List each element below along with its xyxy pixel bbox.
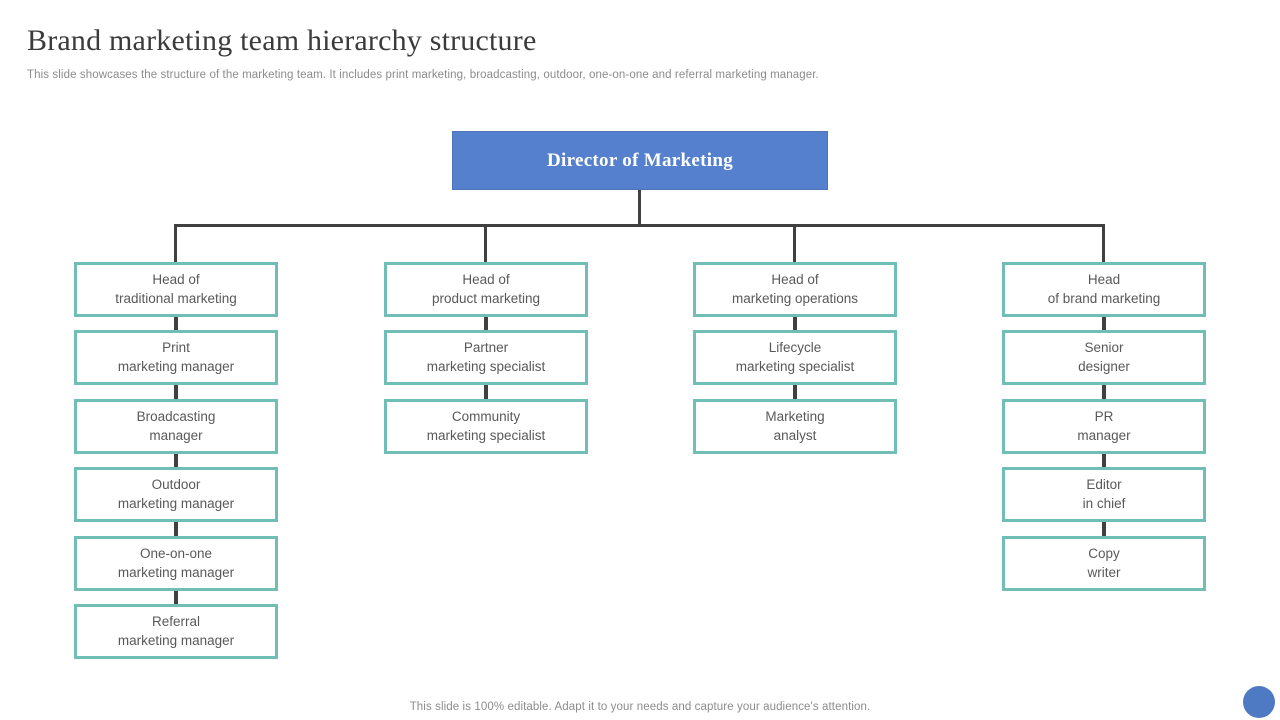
org-node-line1: PR [1094, 409, 1114, 424]
org-node-print-marketing-manager: Print marketing manager [74, 330, 278, 385]
org-node-copy-writer: Copy writer [1002, 536, 1206, 591]
org-node-line1: Editor [1086, 477, 1122, 492]
org-node-line1: Partner [463, 340, 509, 355]
org-node-lifecycle-marketing-specialist: Lifecycle marketing specialist [693, 330, 897, 385]
org-node-senior-designer: Senior designer [1002, 330, 1206, 385]
org-node-line2: marketing manager [117, 632, 235, 648]
connector-tick [1102, 454, 1106, 467]
org-node-line1: Copy [1088, 546, 1120, 561]
connector-tick [1102, 385, 1106, 399]
org-node-partner-marketing-specialist: Partner marketing specialist [384, 330, 588, 385]
connector-tick [1102, 317, 1106, 330]
connector-column1-drop [174, 224, 177, 262]
org-node-line2: marketing manager [117, 564, 235, 580]
org-node-one-on-one-marketing-manager: One-on-one marketing manager [74, 536, 278, 591]
org-node-line1: Lifecycle [768, 340, 822, 355]
connector-tick [484, 385, 488, 399]
org-node-head-of-product-marketing: Head of product marketing [384, 262, 588, 317]
org-node-line2: marketing specialist [426, 358, 546, 374]
org-node-line1: Head of [771, 272, 819, 287]
org-node-director-label: Director of Marketing [546, 149, 734, 171]
org-node-line1: Community [451, 409, 521, 424]
connector-column2-drop [484, 224, 487, 262]
org-node-line2: product marketing [431, 290, 541, 306]
org-node-head-of-marketing-operations: Head of marketing operations [693, 262, 897, 317]
connector-column4-drop [1102, 224, 1105, 262]
org-node-line1: Broadcasting [136, 409, 216, 424]
org-node-line2: marketing specialist [735, 358, 855, 374]
org-node-line2: writer [1087, 564, 1121, 580]
connector-tick [484, 317, 488, 330]
slide-subtitle: This slide showcases the structure of th… [27, 69, 819, 81]
org-node-line2: marketing operations [731, 290, 859, 306]
org-node-line1: Marketing [765, 409, 825, 424]
org-node-referral-marketing-manager: Referral marketing manager [74, 604, 278, 659]
connector-tick [793, 317, 797, 330]
org-node-marketing-analyst: Marketing analyst [693, 399, 897, 454]
connector-tick [174, 522, 178, 536]
connector-tick [174, 591, 178, 604]
connector-tick [174, 317, 178, 330]
org-node-line2: of brand marketing [1047, 290, 1161, 306]
connector-tick [174, 385, 178, 399]
org-node-line2: manager [149, 427, 203, 443]
org-node-outdoor-marketing-manager: Outdoor marketing manager [74, 467, 278, 522]
connector-tick [793, 385, 797, 399]
org-node-line1: Head of [152, 272, 200, 287]
org-node-line1: One-on-one [139, 546, 213, 561]
org-node-pr-manager: PR manager [1002, 399, 1206, 454]
org-node-line2: manager [1077, 427, 1131, 443]
connector-director-stem [638, 190, 641, 224]
decorative-circle [1243, 686, 1275, 718]
org-node-line1: Head [1087, 272, 1121, 287]
org-node-director-of-marketing: Director of Marketing [452, 131, 828, 190]
org-node-line2: analyst [773, 427, 817, 443]
org-node-line2: designer [1078, 358, 1130, 374]
org-node-line2: marketing manager [117, 495, 235, 511]
slide-footer-note: This slide is 100% editable. Adapt it to… [409, 701, 871, 713]
org-node-community-marketing-specialist: Community marketing specialist [384, 399, 588, 454]
org-node-head-of-traditional-marketing: Head of traditional marketing [74, 262, 278, 317]
org-node-line2: in chief [1082, 495, 1126, 511]
connector-horizontal-rail [174, 224, 1105, 227]
connector-tick [174, 454, 178, 467]
connector-tick [1102, 522, 1106, 536]
org-node-line1: Print [162, 340, 190, 355]
org-node-line1: Referral [151, 614, 200, 629]
connector-column3-drop [793, 224, 796, 262]
org-node-broadcasting-manager: Broadcasting manager [74, 399, 278, 454]
org-node-line2: marketing manager [117, 358, 235, 374]
org-node-head-of-brand-marketing: Head of brand marketing [1002, 262, 1206, 317]
org-node-line2: marketing specialist [426, 427, 546, 443]
org-node-line1: Senior [1084, 340, 1124, 355]
org-node-line1: Head of [462, 272, 510, 287]
slide-title: Brand marketing team hierarchy structure [27, 24, 537, 57]
org-node-editor-in-chief: Editor in chief [1002, 467, 1206, 522]
org-node-line2: traditional marketing [115, 290, 237, 306]
org-node-line1: Outdoor [151, 477, 201, 492]
